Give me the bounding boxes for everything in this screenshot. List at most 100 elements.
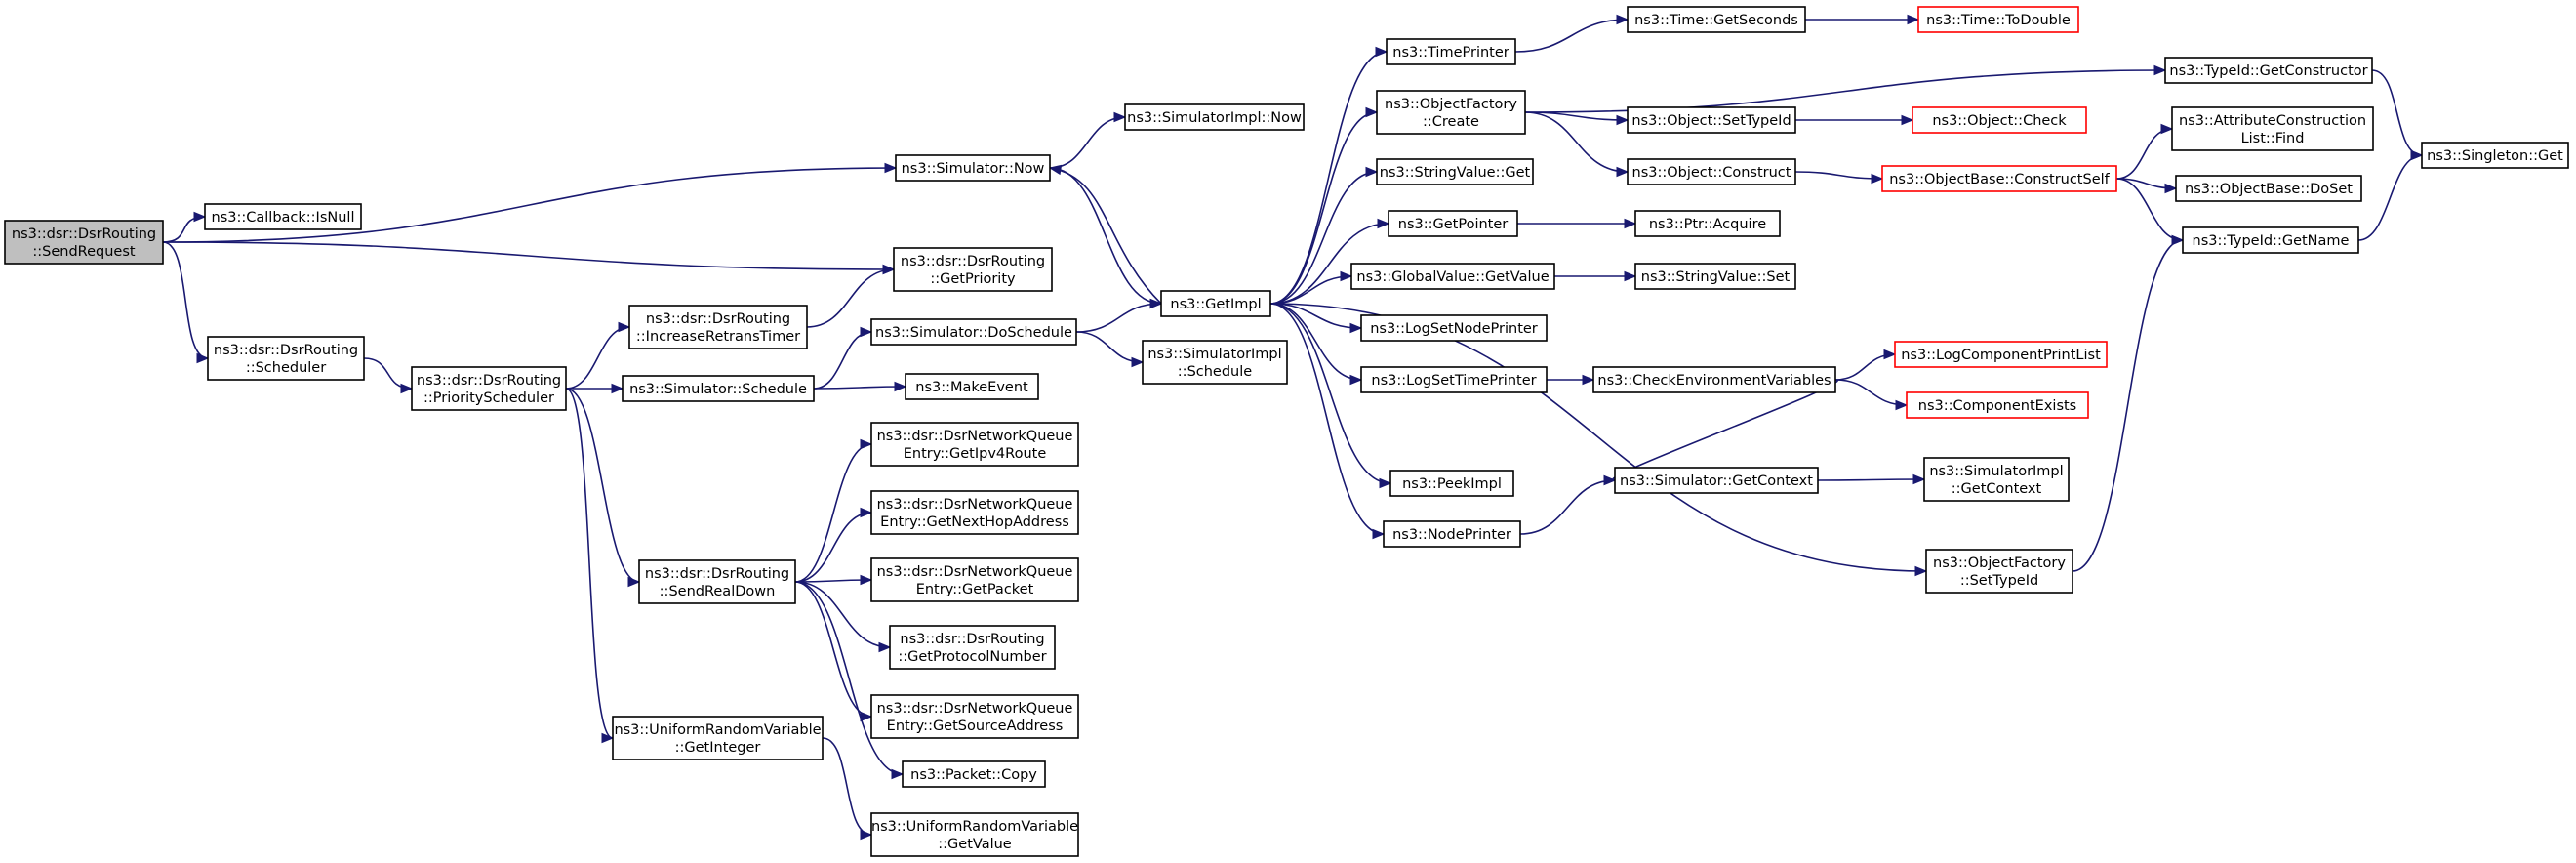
function-node[interactable]: ns3::ComponentExists (1906, 391, 2089, 419)
call-arrowhead (884, 162, 898, 174)
function-node[interactable]: ns3::dsr::DsrRouting::IncreaseRetransTim… (628, 305, 808, 349)
function-node[interactable]: ns3::GlobalValue::GetValue (1350, 263, 1555, 290)
node-label: ns3::dsr::DsrNetworkQueue (877, 497, 1073, 513)
node-label: ns3::Callback::IsNull (212, 210, 355, 226)
function-node[interactable]: ns3::Singleton::Get (2421, 142, 2569, 169)
function-node[interactable]: ns3::LogSetTimePrinter (1360, 366, 1548, 393)
node-label: ns3::Simulator::GetContext (1620, 473, 1813, 489)
function-node[interactable]: ns3::ObjectFactory::Create (1376, 90, 1526, 135)
node-label: ns3::LogSetNodePrinter (1370, 321, 1538, 337)
node-label: ns3::TypeId::GetConstructor (2169, 63, 2367, 79)
function-node[interactable]: ns3::TypeId::GetName (2182, 226, 2359, 254)
node-label: ns3::dsr::DsrNetworkQueue (877, 564, 1073, 580)
node-box (1894, 341, 2108, 368)
call-arrowhead (1901, 114, 1914, 126)
node-box (1350, 263, 1555, 290)
call-edge (1794, 171, 1883, 180)
function-node[interactable]: ns3::Simulator::Schedule (622, 375, 815, 402)
function-node[interactable]: ns3::dsr::DsrRouting::Scheduler (207, 336, 365, 381)
call-edge (1269, 303, 1385, 535)
node-label: ns3::dsr::DsrRouting (901, 254, 1045, 269)
function-node[interactable]: ns3::UniformRandomVariable::GetInteger (612, 716, 824, 760)
node-label: ns3::AttributeConstruction (2179, 113, 2366, 129)
call-edge (2072, 239, 2184, 572)
function-node[interactable]: ns3::Object::Construct (1627, 158, 1796, 185)
function-node[interactable]: ns3::UniformRandomVariable::GetValue (870, 812, 1079, 857)
function-node[interactable]: ns3::LogSetNodePrinter (1360, 314, 1548, 342)
function-node[interactable]: ns3::dsr::DsrNetworkQueueEntry::GetPacke… (870, 557, 1079, 602)
node-box (1627, 106, 1796, 134)
call-edge (1049, 116, 1126, 169)
function-node[interactable]: ns3::Ptr::Acquire (1634, 210, 1781, 237)
function-node[interactable]: ns3::LogComponentPrintList (1894, 341, 2108, 368)
function-node[interactable]: ns3::GetImpl (1160, 290, 1271, 317)
function-node[interactable]: ns3::TimePrinter (1386, 38, 1516, 65)
function-node[interactable]: ns3::Simulator::DoSchedule (870, 318, 1077, 346)
call-arrowhead (1349, 322, 1363, 334)
call-arrowhead (1375, 46, 1389, 58)
node-label: ::GetPriority (930, 271, 1016, 287)
node-label: ns3::Ptr::Acquire (1649, 217, 1766, 232)
function-node[interactable]: ns3::Callback::IsNull (204, 203, 362, 230)
function-node[interactable]: ns3::dsr::DsrRouting::GetPriority (893, 247, 1053, 292)
node-label: ns3::Time::GetSeconds (1634, 13, 1798, 28)
root-function-node[interactable]: ns3::dsr::DsrRouting::SendRequest (4, 220, 164, 265)
function-node[interactable]: ns3::NodePrinter (1383, 520, 1521, 548)
call-arrowhead (1377, 218, 1390, 229)
function-node[interactable]: ns3::PeekImpl (1389, 470, 1514, 497)
function-node[interactable]: ns3::SimulatorImpl::GetContext (1923, 457, 2070, 502)
function-node[interactable]: ns3::Time::GetSeconds (1627, 6, 1806, 33)
function-node[interactable]: ns3::StringValue::Set (1634, 263, 1796, 290)
node-label: List::Find (2241, 131, 2305, 146)
function-node[interactable]: ns3::StringValue::Get (1376, 158, 1534, 185)
call-arrowhead (1379, 477, 1392, 489)
call-arrowhead (1582, 374, 1595, 386)
call-arrowhead (1616, 114, 1630, 126)
function-node[interactable]: ns3::SimulatorImpl::Schedule (1142, 340, 1288, 385)
function-node[interactable]: ns3::ObjectBase::ConstructSelf (1881, 165, 2117, 192)
function-node[interactable]: ns3::dsr::DsrRouting::PriorityScheduler (411, 366, 567, 411)
node-label: ns3::ObjectBase::ConstructSelf (1889, 172, 2110, 187)
call-edge (1269, 303, 1927, 572)
function-node[interactable]: ns3::Simulator::GetContext (1614, 467, 1819, 494)
node-label: ns3::ComponentExists (1918, 398, 2077, 414)
node-label: ns3::CheckEnvironmentVariables (1597, 373, 1831, 389)
node-label: ns3::Packet::Copy (910, 767, 1037, 783)
function-node[interactable]: ns3::MakeEvent (905, 373, 1039, 400)
function-node[interactable]: ns3::TypeId::GetConstructor (2164, 57, 2373, 84)
call-arrowhead (1624, 218, 1637, 229)
function-node[interactable]: ns3::dsr::DsrNetworkQueueEntry::GetIpv4R… (870, 422, 1079, 467)
node-box (1912, 106, 2087, 134)
function-node[interactable]: ns3::dsr::DsrRouting::SendRealDown (638, 559, 796, 604)
function-node[interactable]: ns3::dsr::DsrNetworkQueueEntry::GetNextH… (870, 490, 1079, 535)
call-arrowhead (1349, 374, 1363, 386)
function-node[interactable]: ns3::Simulator::Now (895, 154, 1051, 182)
function-node[interactable]: ns3::Time::ToDouble (1917, 6, 2079, 33)
function-node[interactable]: ns3::Packet::Copy (902, 760, 1046, 788)
node-label: ns3::LogComponentPrintList (1901, 348, 2101, 363)
function-node[interactable]: ns3::dsr::DsrNetworkQueueEntry::GetSourc… (870, 694, 1079, 739)
call-arrowhead (2410, 149, 2424, 161)
node-label: ns3::TypeId::GetName (2193, 233, 2350, 249)
function-node[interactable]: ns3::ObjectFactory::SetTypeId (1925, 549, 2073, 594)
call-edge (1049, 167, 1162, 305)
function-node[interactable]: ns3::Object::SetTypeId (1627, 106, 1796, 134)
call-edge (162, 216, 206, 243)
call-arrowhead (1340, 270, 1353, 282)
node-label: ::SendRealDown (660, 584, 776, 599)
call-arrowhead (2171, 234, 2185, 246)
node-box (612, 716, 824, 760)
function-node[interactable]: ns3::ObjectBase::DoSet (2175, 175, 2362, 202)
function-node[interactable]: ns3::SimulatorImpl::Now (1124, 103, 1305, 131)
node-label: ns3::LogSetTimePrinter (1371, 373, 1536, 389)
node-label: ::GetInteger (675, 740, 761, 756)
function-node[interactable]: ns3::CheckEnvironmentVariables (1592, 366, 1836, 393)
function-node[interactable]: ns3::dsr::DsrRouting::GetProtocolNumber (889, 625, 1056, 670)
function-node[interactable]: ns3::GetPointer (1388, 210, 1518, 237)
function-node[interactable]: ns3::Object::Check (1912, 106, 2087, 134)
call-arrowhead (1912, 473, 1926, 485)
node-box (1592, 366, 1836, 393)
node-box (1386, 38, 1516, 65)
